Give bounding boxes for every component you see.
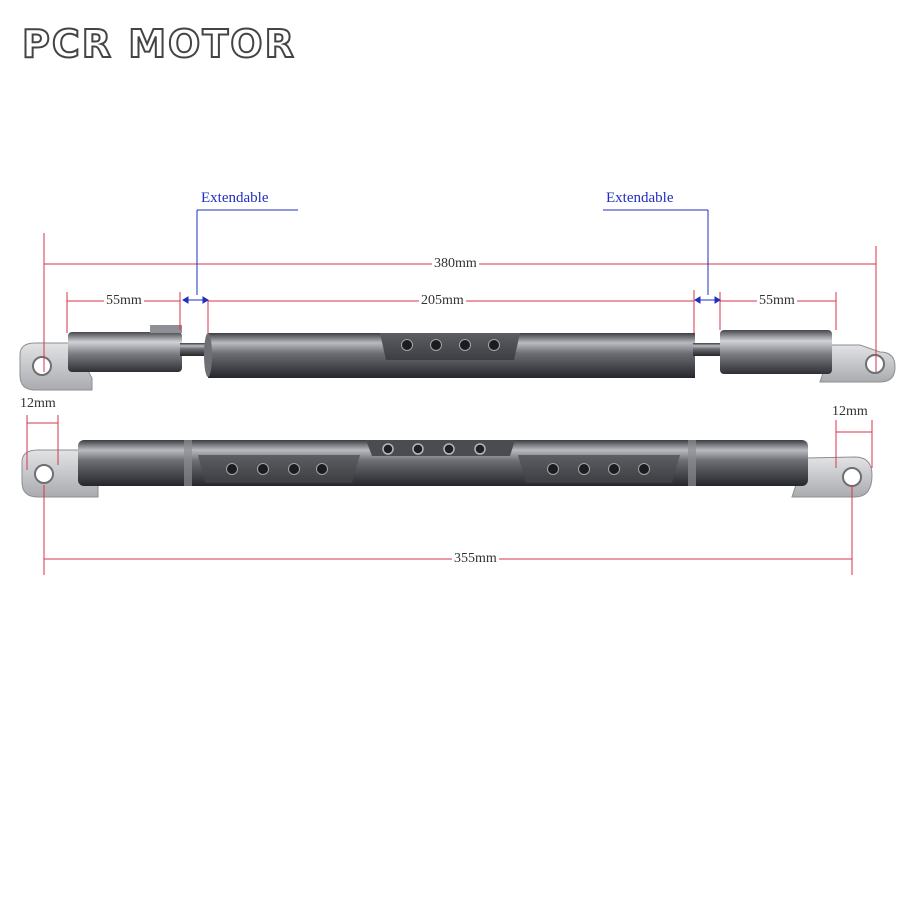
top-hole: [401, 339, 413, 351]
top-right-mount-hole: [865, 354, 885, 374]
bottom-left-mount-hole: [34, 464, 54, 484]
top-left-end-cap: [68, 332, 182, 372]
bottom-hole: [288, 463, 300, 475]
top-left-mount-hole: [32, 356, 52, 376]
bottom-hole: [257, 463, 269, 475]
bottom-left-flat: [198, 455, 360, 483]
top-right-end-cap: [720, 330, 832, 374]
threaded-hole: [412, 443, 424, 455]
left-end-length-label: 55mm: [104, 293, 144, 309]
bottom-hole: [578, 463, 590, 475]
extendable-label-left: Extendable: [201, 190, 269, 206]
top-right-rod: [693, 343, 725, 356]
bottom-hole: [608, 463, 620, 475]
bottom-hole: [547, 463, 559, 475]
bottom-hole: [226, 463, 238, 475]
dimension-lines: [26, 233, 877, 575]
total-length-bottom-label: 355mm: [452, 551, 499, 567]
extend-callouts: [182, 209, 721, 304]
threaded-hole: [382, 443, 394, 455]
left-tab-width-label: 12mm: [20, 396, 56, 411]
threaded-hole: [474, 443, 486, 455]
threaded-hole: [443, 443, 455, 455]
bottom-hole: [638, 463, 650, 475]
top-flat-section: [380, 333, 520, 360]
top-hole: [459, 339, 471, 351]
bottom-bar: [21, 440, 873, 498]
top-hole: [488, 339, 500, 351]
top-hole: [430, 339, 442, 351]
bottom-right-flat: [518, 455, 680, 483]
right-tab-width-label: 12mm: [832, 404, 868, 419]
bottom-right-mount-hole: [842, 467, 862, 487]
bottom-hole: [316, 463, 328, 475]
right-end-length-label: 55mm: [757, 293, 797, 309]
brand-logo: PCR MOTOR: [21, 21, 296, 67]
center-length-label: 205mm: [419, 293, 466, 309]
top-bar: [19, 325, 896, 391]
total-length-top-label: 380mm: [432, 256, 479, 272]
extendable-label-right: Extendable: [606, 190, 674, 206]
